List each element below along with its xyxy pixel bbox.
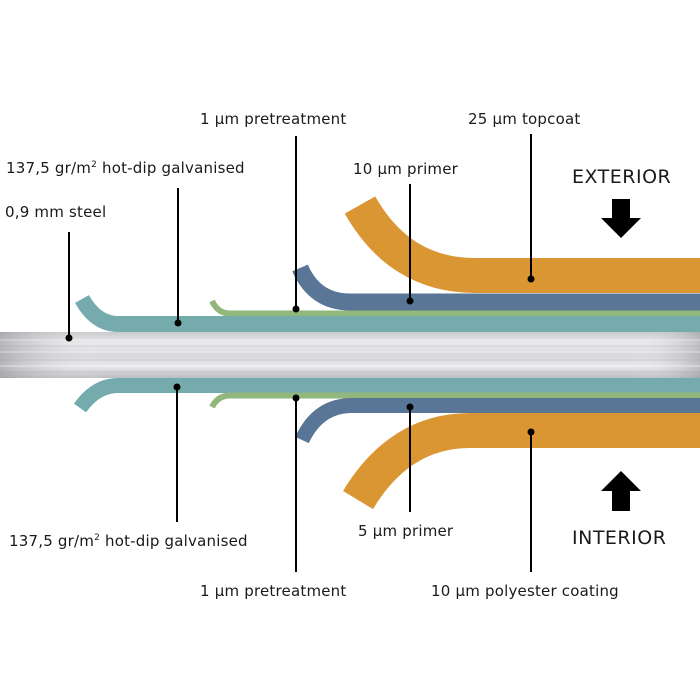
label-galvanised-top: 137,5 gr/m2 hot-dip galvanised	[6, 159, 245, 177]
primer-layer-top	[292, 264, 700, 311]
label-polyester: 10 µm polyester coating	[431, 582, 619, 600]
leader-galvanised-top	[174, 188, 182, 327]
label-interior: INTERIOR	[572, 527, 667, 549]
label-primer-bottom: 5 µm primer	[358, 522, 454, 540]
label-galvanised-top-prefix: 137,5 gr/m	[6, 159, 92, 177]
primer-layer-bottom	[295, 398, 700, 444]
leader-steel	[65, 232, 73, 342]
pretreatment-layer-bottom	[209, 392, 700, 409]
arrow-down-icon	[601, 199, 641, 238]
steel-core	[0, 332, 700, 378]
galvanised-layer-bottom	[73, 378, 700, 413]
pretreatment-layer-top	[209, 299, 700, 317]
leader-polyester	[527, 428, 535, 572]
label-galvanised-bottom-suffix: hot-dip galvanised	[100, 532, 248, 550]
label-galvanised-bottom-prefix: 137,5 gr/m	[9, 532, 95, 550]
leader-primer-bottom	[406, 403, 414, 512]
label-galvanised-bottom: 137,5 gr/m2 hot-dip galvanised	[9, 532, 248, 550]
arrow-up-icon	[601, 471, 641, 511]
superscript: 2	[91, 160, 98, 170]
leader-primer-top	[406, 184, 414, 305]
superscript: 2	[94, 533, 101, 543]
label-topcoat: 25 µm topcoat	[468, 110, 581, 128]
label-pretreatment-bottom: 1 µm pretreatment	[200, 582, 347, 600]
leader-topcoat	[527, 134, 535, 283]
label-pretreatment-top: 1 µm pretreatment	[200, 110, 347, 128]
label-exterior: EXTERIOR	[572, 166, 672, 188]
polyester-layer-bottom	[343, 413, 700, 510]
topcoat-layer-top	[344, 196, 700, 293]
galvanised-layer-top	[75, 294, 700, 332]
label-primer-top: 10 µm primer	[353, 160, 459, 178]
label-galvanised-top-suffix: hot-dip galvanised	[97, 159, 245, 177]
leader-pretreatment-bottom	[292, 394, 300, 572]
leader-galvanised-bottom	[173, 383, 181, 522]
leader-pretreatment-top	[292, 136, 300, 313]
label-steel: 0,9 mm steel	[5, 203, 107, 221]
